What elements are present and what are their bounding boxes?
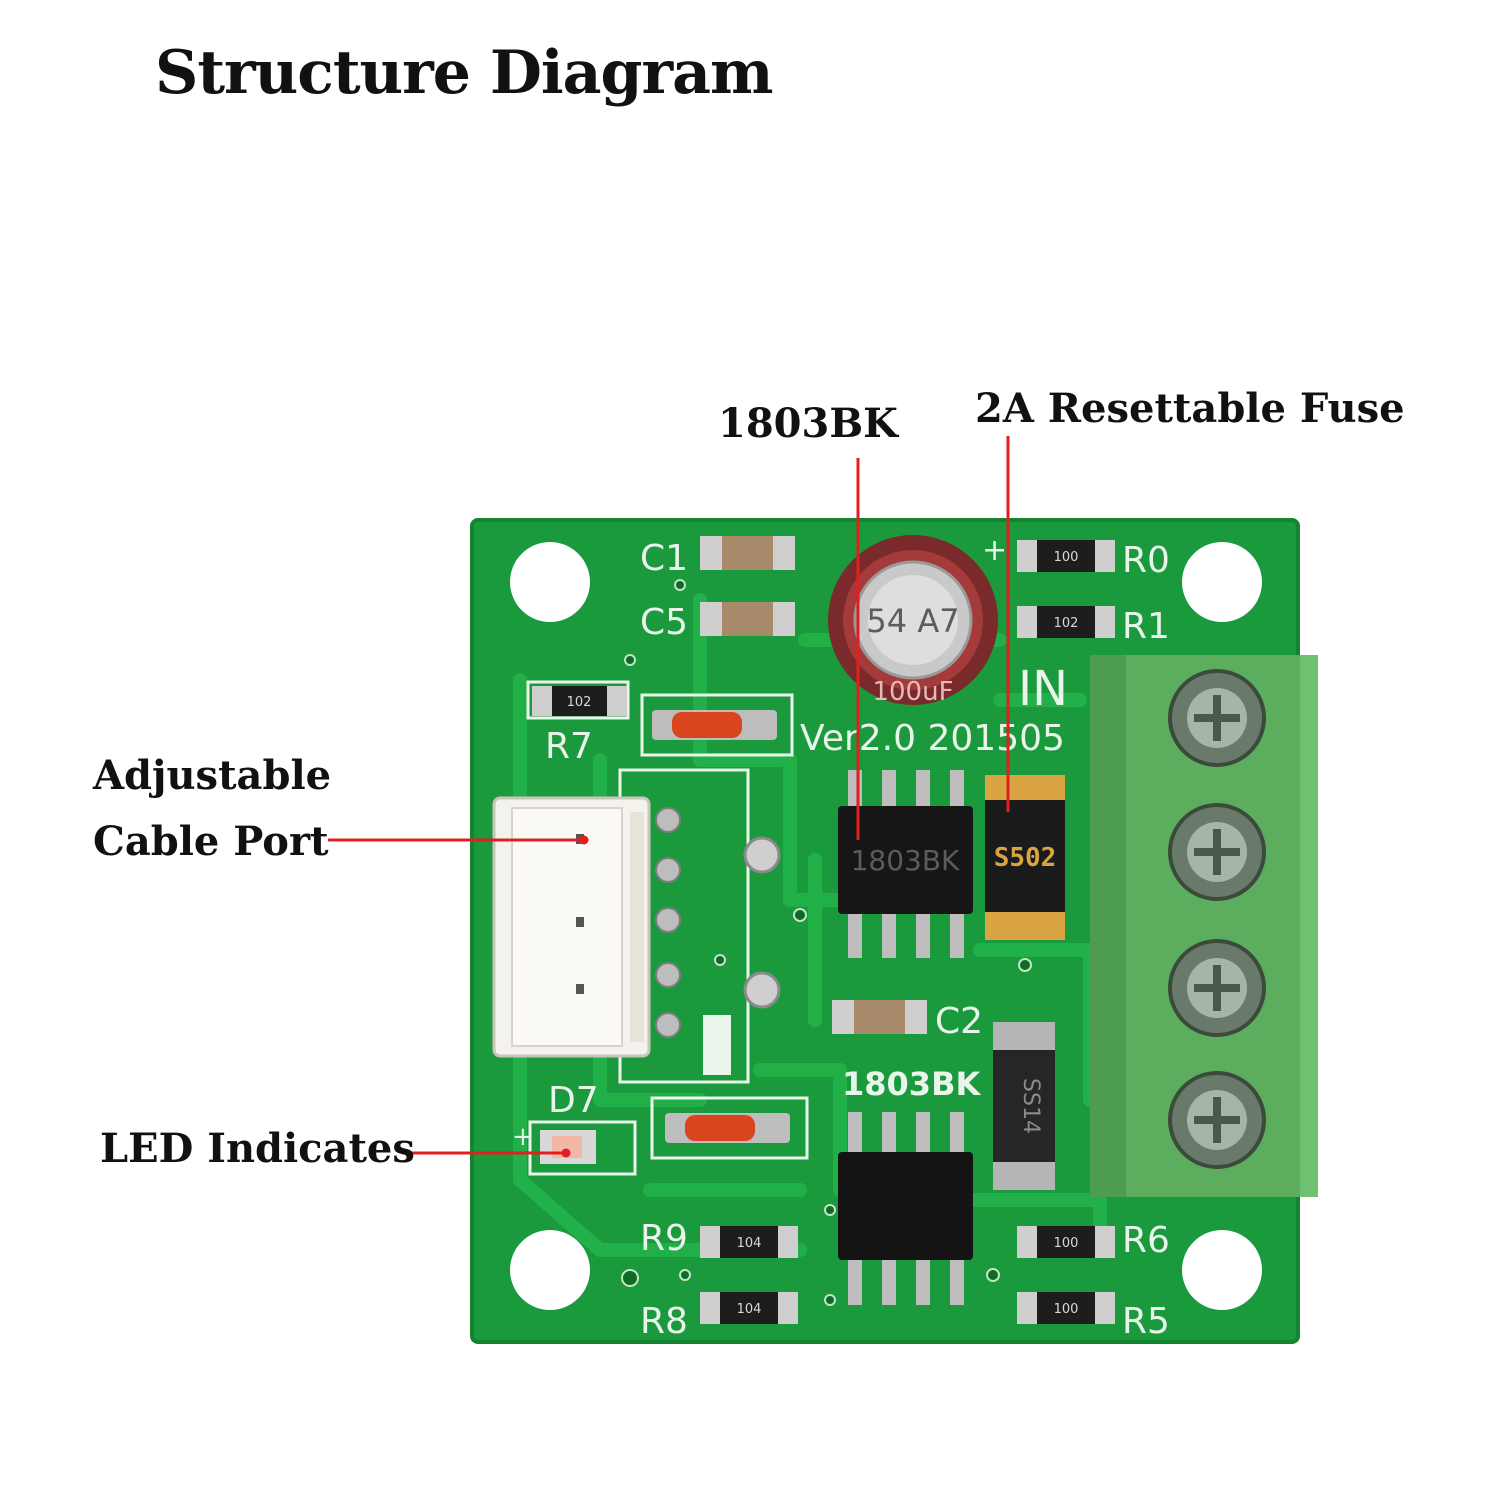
vias — [621, 579, 1032, 1306]
fuse-marking: S502 — [994, 843, 1057, 873]
label-r8: R8 — [640, 1301, 688, 1342]
smd-resistors: 100 102 102 104 104 100 100 — [532, 540, 1115, 1324]
label-d7: D7 — [548, 1080, 599, 1121]
callout-port-label-line2: Cable Port — [93, 818, 329, 865]
r9-code: 104 — [737, 1236, 762, 1251]
smd-capacitors — [700, 536, 927, 1034]
diode-marking: SS14 — [1018, 1078, 1043, 1134]
label-r0: R0 — [1122, 540, 1170, 581]
electrolytic-capacitor: 54 A7 100uF + — [828, 533, 1007, 707]
label-r1: R1 — [1122, 606, 1170, 647]
label-r6: R6 — [1122, 1220, 1170, 1261]
capacitor-plus-mark: + — [982, 533, 1007, 568]
ic-silk-label: 1803BK — [842, 1065, 981, 1103]
r7-code: 102 — [567, 695, 592, 710]
label-c2: C2 — [935, 1001, 983, 1042]
label-r5: R5 — [1122, 1301, 1170, 1342]
ic-1803bk-top: 1803BK — [838, 770, 973, 958]
callout-ic-label: 1803BK — [718, 400, 898, 447]
r0-code: 100 — [1054, 550, 1079, 565]
callout-fuse-label: 2A Resettable Fuse — [975, 385, 1405, 432]
label-c5: C5 — [640, 602, 688, 643]
resettable-fuse: S502 — [985, 775, 1065, 940]
callout-leaders — [328, 436, 1010, 1158]
capacitor-value: 100uF — [872, 677, 953, 707]
cable-port-connector — [492, 796, 731, 1075]
callout-port-label-line1: Adjustable — [93, 752, 332, 799]
label-in: IN — [1018, 661, 1068, 717]
label-c1: C1 — [640, 538, 688, 579]
r1-code: 102 — [1054, 616, 1079, 631]
board-version: Ver2.0 201505 — [800, 718, 1065, 759]
callout-led-label: LED Indicates — [100, 1125, 415, 1172]
led-indicator: + — [512, 1122, 596, 1164]
ic-top-marking: 1803BK — [851, 844, 960, 877]
label-r7: R7 — [545, 726, 593, 767]
ic-lower — [838, 1112, 973, 1305]
mounting-holes — [510, 542, 1262, 1310]
screw-terminal-block — [1090, 655, 1318, 1197]
r5-code: 100 — [1054, 1302, 1079, 1317]
silkscreen-labels: C1 C5 R0 R1 IN R7 Ver2.0 201505 C2 1803B… — [545, 538, 1170, 1342]
label-r9: R9 — [640, 1218, 688, 1259]
capacitor-marking: 54 A7 — [866, 602, 959, 640]
r8-code: 104 — [737, 1302, 762, 1317]
led-plus-mark: + — [512, 1122, 534, 1152]
glass-diodes — [652, 710, 790, 1143]
diagram-title: Structure Diagram — [155, 38, 773, 108]
large-pads — [743, 836, 781, 1009]
r6-code: 100 — [1054, 1236, 1079, 1251]
schottky-diode: SS14 — [993, 1022, 1055, 1190]
